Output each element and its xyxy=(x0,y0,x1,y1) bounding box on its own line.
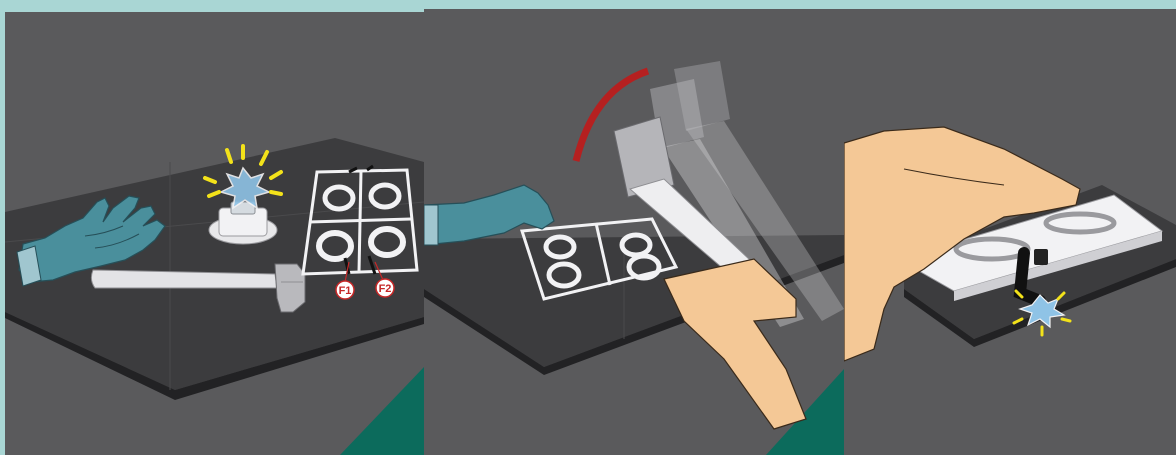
panel-equipment: F1 F2 xyxy=(5,12,424,455)
panel-equipment-scene: F1 F2 xyxy=(5,12,424,455)
panel-strike xyxy=(424,9,844,455)
gloved-hand-icon xyxy=(424,185,554,245)
panel-check xyxy=(844,9,1176,455)
fault-label-f1: F1 xyxy=(339,285,352,297)
fault-label-f2: F2 xyxy=(379,283,392,295)
panel-check-scene xyxy=(844,9,1176,455)
accent-corner xyxy=(340,367,424,455)
panel-strike-scene xyxy=(424,9,844,455)
